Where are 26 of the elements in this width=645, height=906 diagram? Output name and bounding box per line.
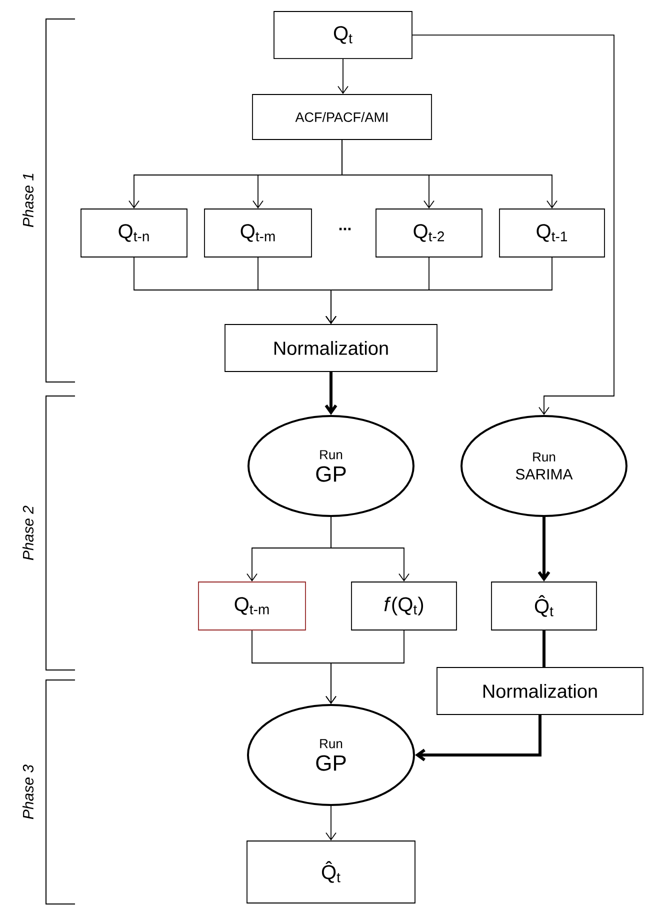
process-box: Normalization (224, 324, 438, 372)
process-box: Q$_{t-1}$ (499, 208, 605, 258)
arrow (338, 58, 348, 94)
arrow (326, 630, 404, 704)
process-box: Normalization (436, 667, 644, 715)
process-box: Q$_{t}$ (274, 11, 412, 59)
process-box: Q$_{t-2}$ (376, 208, 482, 258)
arrow (324, 372, 338, 416)
process-box: Q̂$_{t}$ (491, 582, 597, 630)
process-box: Q$_{t-m}$ (204, 208, 312, 258)
arrow (330, 516, 410, 582)
process-box: f(Q$_{t}$) (351, 582, 457, 630)
arrow (326, 257, 552, 324)
arrow (326, 806, 336, 841)
arrow (342, 140, 558, 209)
ellipsis: ... (339, 228, 351, 230)
arrow (415, 714, 542, 762)
process-box: Q̂$_{t}$ (246, 840, 416, 904)
phase-label: Phase 1 (22, 174, 34, 228)
process-box: Q$_{t-n}$ (80, 208, 188, 258)
process-box: ACF/PACF/AMI (252, 94, 432, 140)
process-box: Q$_{t-m}$ (198, 582, 306, 630)
arrow (538, 517, 550, 582)
arrow (412, 34, 614, 415)
phase-label: Phase 3 (22, 764, 34, 820)
phase-label: Phase 2 (22, 506, 34, 560)
